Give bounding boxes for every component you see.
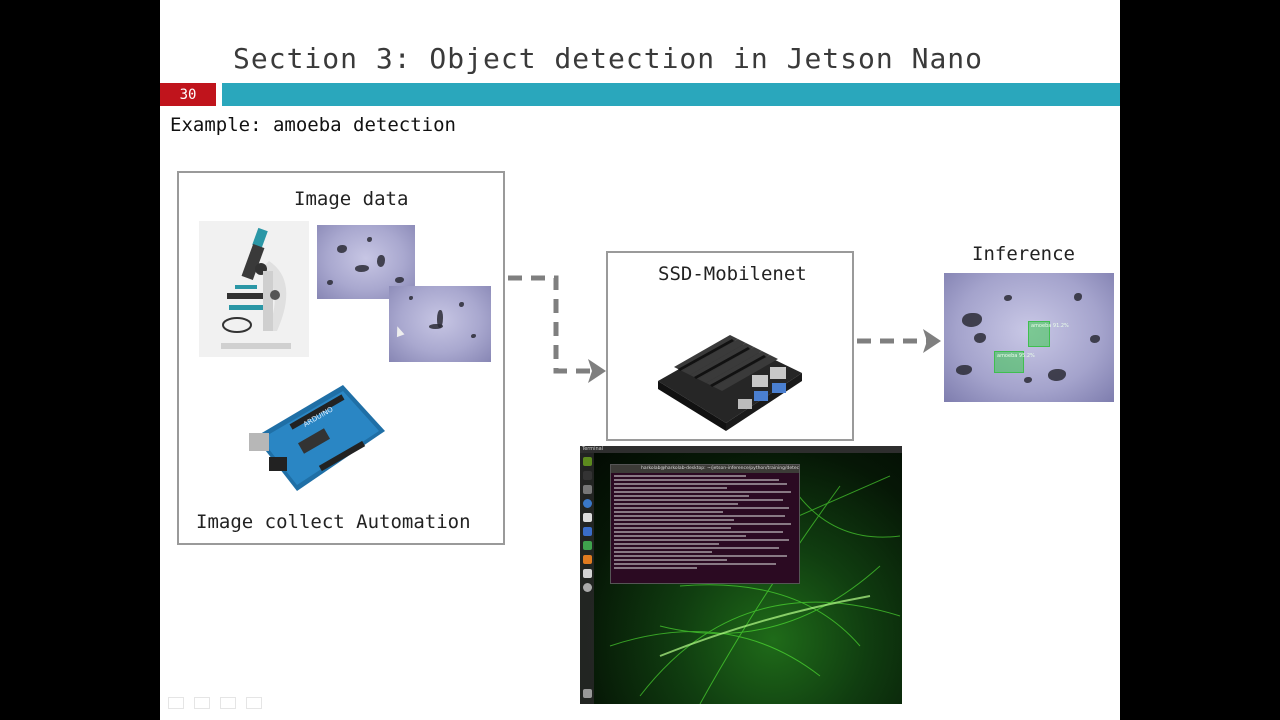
nvidia-wallpaper xyxy=(609,465,901,704)
arduino-board-image: ARDUINO xyxy=(247,379,387,497)
jetson-desktop-screenshot: Terminal harkolab@harkolab-desktop: ~/je… xyxy=(580,446,902,704)
detection-box-1: amoeba 91.2% xyxy=(1028,321,1069,347)
desktop-top-bar: Terminal xyxy=(580,446,902,453)
topbar-app-name: Terminal xyxy=(582,446,604,452)
detection-label-1: amoeba 91.2% xyxy=(1031,323,1069,329)
launcher-trash-icon[interactable] xyxy=(583,689,592,698)
pen-icon[interactable] xyxy=(194,697,210,709)
launcher-sheet-icon[interactable] xyxy=(583,541,592,550)
slide-subtitle: Example: amoeba detection xyxy=(170,114,456,136)
launcher-settings-icon[interactable] xyxy=(583,583,592,592)
slide-number: 30 xyxy=(160,83,216,106)
ssd-mobilenet-label: SSD-Mobilenet xyxy=(658,263,807,285)
launcher-files-icon[interactable] xyxy=(583,485,592,494)
launcher-ubuntu-icon[interactable] xyxy=(583,457,592,466)
image-data-label: Image data xyxy=(294,188,409,210)
title-underline-bar xyxy=(222,83,1120,106)
menu-icon[interactable] xyxy=(220,697,236,709)
inference-result-image: amoeba 91.2% amoeba 95.2% xyxy=(944,273,1114,402)
launcher-docs-icon[interactable] xyxy=(583,527,592,536)
amoeba-sample-image-2 xyxy=(389,286,491,362)
arrow-head-icon xyxy=(588,359,606,383)
launcher-store-icon[interactable] xyxy=(583,569,592,578)
desktop-launcher xyxy=(580,453,594,704)
detection-label-2: amoeba 95.2% xyxy=(997,353,1035,359)
slide: Section 3: Object detection in Jetson Na… xyxy=(160,0,1120,720)
launcher-terminal-icon[interactable] xyxy=(583,471,592,480)
microscope-illustration xyxy=(199,221,309,357)
terminal-title: harkolab@harkolab-desktop: ~/jetson-infe… xyxy=(611,465,799,473)
ssd-mobilenet-box: SSD-Mobilenet xyxy=(606,251,854,441)
prev-slide-icon[interactable] xyxy=(168,697,184,709)
mouse-cursor-icon xyxy=(393,324,405,338)
launcher-slides-icon[interactable] xyxy=(583,555,592,564)
launcher-browser-icon[interactable] xyxy=(583,499,592,508)
presenter-controls xyxy=(168,697,268,711)
terminal-window[interactable]: harkolab@harkolab-desktop: ~/jetson-infe… xyxy=(610,464,800,584)
detection-box-2: amoeba 95.2% xyxy=(994,351,1035,373)
next-slide-icon[interactable] xyxy=(246,697,262,709)
inference-label: Inference xyxy=(972,243,1075,265)
image-collect-label: Image collect Automation xyxy=(196,511,471,533)
jetson-nano-board-image xyxy=(654,311,804,433)
arrow-image-data-to-model xyxy=(508,275,596,374)
slide-title: Section 3: Object detection in Jetson Na… xyxy=(233,42,984,75)
terminal-output xyxy=(611,475,799,569)
image-data-box: Image data xyxy=(177,171,505,545)
arrow-head-icon xyxy=(923,329,941,353)
launcher-editor-icon[interactable] xyxy=(583,513,592,522)
